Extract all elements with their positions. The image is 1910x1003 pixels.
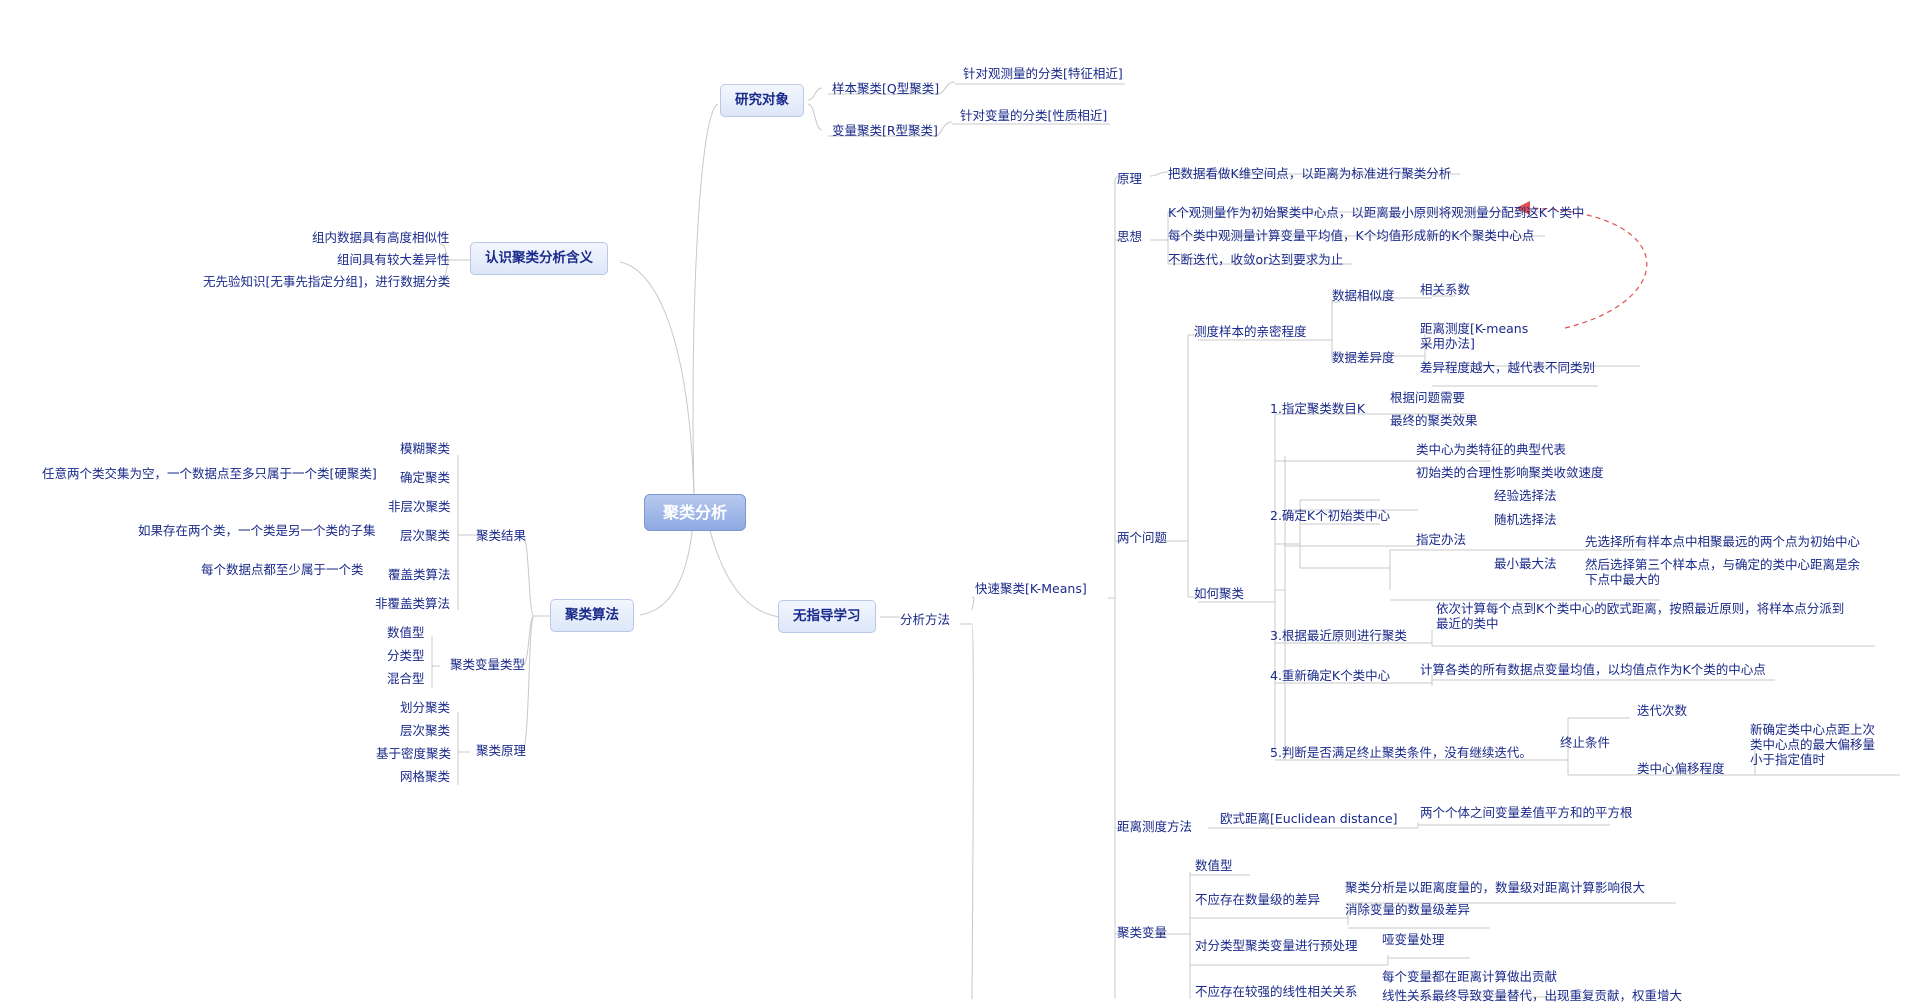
node-result[interactable]: 聚类结果: [476, 528, 527, 543]
node-result-6[interactable]: 非覆盖类算法: [375, 596, 451, 611]
node-similarity[interactable]: 数据相似度: [1332, 288, 1395, 303]
node-similarity-item[interactable]: 相关系数: [1420, 282, 1471, 297]
node-vars-numeric[interactable]: 数值型: [1195, 858, 1233, 873]
node-stop-1[interactable]: 迭代次数: [1637, 703, 1688, 718]
node-result-note-1[interactable]: 任意两个类交集为空，一个数据点至多只属于一个类[硬聚类]: [42, 466, 377, 481]
link-root-algo: [639, 509, 695, 616]
node-vartype-3[interactable]: 混合型: [387, 671, 425, 686]
node-variable-clustering[interactable]: 变量聚类[R型聚类]: [832, 123, 938, 138]
node-vars-scale-1[interactable]: 聚类分析是以距离度量的，数量级对距离计算影响很大: [1345, 880, 1646, 895]
feedback-arrowhead: [1516, 201, 1530, 215]
node-principle-1[interactable]: 划分聚类: [400, 700, 451, 715]
node-meaning-3[interactable]: 无先验知识[无事先指定分组]，进行数据分类: [203, 274, 451, 289]
node-vars-corr-1[interactable]: 每个变量都在距离计算做出贡献: [1382, 969, 1558, 984]
node-vars-scale[interactable]: 不应存在数量级的差异: [1195, 892, 1321, 907]
node-step-3[interactable]: 3.根据最近原则进行聚类: [1270, 628, 1407, 643]
node-stop-2[interactable]: 类中心偏移程度: [1637, 761, 1725, 776]
node-vartype-2[interactable]: 分类型: [387, 648, 425, 663]
node-idea[interactable]: 思想: [1117, 229, 1143, 244]
node-principle[interactable]: 聚类原理: [476, 743, 527, 758]
node-vars-corr-2[interactable]: 线性关系最终导致变量替代，出现重复贡献，权重增大: [1382, 988, 1683, 1003]
link-root-unsup: [704, 509, 781, 618]
node-step-2-item-2[interactable]: 初始类的合理性影响聚类收敛速度: [1416, 465, 1604, 480]
node-distance[interactable]: 距离测度方法: [1117, 819, 1193, 834]
node-result-3[interactable]: 非层次聚类: [388, 499, 451, 514]
node-vartype[interactable]: 聚类变量类型: [450, 657, 526, 672]
node-step-1-item-1[interactable]: 根据问题需要: [1390, 390, 1466, 405]
node-two-problems[interactable]: 两个问题: [1117, 530, 1168, 545]
node-vartype-1[interactable]: 数值型: [387, 625, 425, 640]
node-result-5[interactable]: 覆盖类算法: [388, 567, 451, 582]
node-zhiding[interactable]: 指定办法: [1416, 532, 1467, 547]
topic-unsupervised[interactable]: 无指导学习: [778, 600, 876, 633]
node-vars-categorical[interactable]: 对分类型聚类变量进行预处理: [1195, 938, 1358, 953]
topic-algorithm[interactable]: 聚类算法: [550, 599, 634, 632]
node-result-1[interactable]: 模糊聚类: [400, 441, 451, 456]
node-zhiding-3[interactable]: 最小最大法: [1494, 556, 1557, 571]
node-stop[interactable]: 终止条件: [1560, 735, 1611, 750]
node-minmax-2[interactable]: 然后选择第三个样本点，与确定的类中心距离是余下点中最大的: [1585, 557, 1861, 587]
node-sample-clustering[interactable]: 样本聚类[Q型聚类]: [832, 81, 940, 96]
node-difference[interactable]: 数据差异度: [1332, 350, 1395, 365]
node-sample-desc[interactable]: 针对观测量的分类[特征相近]: [963, 66, 1123, 81]
node-step-4[interactable]: 4.重新确定K个类中心: [1270, 668, 1391, 683]
node-idea-1[interactable]: K个观测量作为初始聚类中心点，以距离最小原则将观测量分配到这K个类中: [1168, 205, 1585, 220]
node-vars-categorical-item[interactable]: 哑变量处理: [1382, 932, 1445, 947]
node-principle-4[interactable]: 网格聚类: [400, 769, 451, 784]
topic-research[interactable]: 研究对象: [720, 84, 804, 117]
node-difference-item-2[interactable]: 差异程度越大，越代表不同类别: [1420, 360, 1596, 375]
node-result-note-2[interactable]: 如果存在两个类，一个类是另一个类的子集: [138, 523, 376, 538]
node-result-note-3[interactable]: 每个数据点都至少属于一个类: [201, 562, 364, 577]
node-how[interactable]: 如何聚类: [1194, 586, 1245, 601]
node-kmeans[interactable]: 快速聚类[K-Means]: [975, 581, 1087, 596]
node-step-1[interactable]: 1.指定聚类数目K: [1270, 401, 1366, 416]
node-meaning-1[interactable]: 组内数据具有高度相似性: [312, 230, 450, 245]
node-minmax-1[interactable]: 先选择所有样本点中相聚最远的两个点为初始中心: [1585, 534, 1861, 549]
node-offset-desc[interactable]: 新确定类中心点距上次类中心点的最大偏移量小于指定值时: [1750, 722, 1876, 767]
node-principle-km[interactable]: 原理: [1117, 171, 1143, 186]
node-euclidean[interactable]: 欧式距离[Euclidean distance]: [1220, 811, 1398, 826]
node-result-2[interactable]: 确定聚类: [400, 470, 451, 485]
node-method[interactable]: 分析方法: [900, 612, 951, 627]
node-step-4-item[interactable]: 计算各类的所有数据点变量均值，以均值点作为K个类的中心点: [1420, 662, 1766, 677]
link-root-research: [692, 103, 719, 498]
node-zhiding-2[interactable]: 随机选择法: [1494, 512, 1557, 527]
link-root-meaning: [619, 261, 695, 498]
node-step-5[interactable]: 5.判断是否满足终止聚类条件，没有继续迭代。: [1270, 745, 1532, 760]
node-zhiding-1[interactable]: 经验选择法: [1494, 488, 1557, 503]
node-result-4[interactable]: 层次聚类: [400, 528, 451, 543]
central-topic[interactable]: 聚类分析: [644, 494, 747, 531]
node-step-2-item-1[interactable]: 类中心为类特征的典型代表: [1416, 442, 1567, 457]
topic-meaning[interactable]: 认识聚类分析含义: [470, 242, 608, 275]
node-measure[interactable]: 测度样本的亲密程度: [1194, 324, 1307, 339]
node-idea-3[interactable]: 不断迭代，收敛or达到要求为止: [1168, 252, 1344, 267]
node-principle-3[interactable]: 基于密度聚类: [376, 746, 452, 761]
node-difference-item-1[interactable]: 距离测度[K-means采用办法]: [1420, 321, 1529, 351]
node-vars-corr[interactable]: 不应存在较强的线性相关关系: [1195, 984, 1358, 999]
node-idea-2[interactable]: 每个类中观测量计算变量平均值，K个均值形成新的K个聚类中心点: [1168, 228, 1535, 243]
node-meaning-2[interactable]: 组间具有较大差异性: [337, 252, 450, 267]
node-variable-desc[interactable]: 针对变量的分类[性质相近]: [960, 108, 1108, 123]
node-principle-desc[interactable]: 把数据看做K维空间点，以距离为标准进行聚类分析: [1168, 166, 1452, 181]
feedback-arrow: [1524, 207, 1648, 329]
node-step-3-item[interactable]: 依次计算每个点到K个类中心的欧式距离，按照最近原则，将样本点分派到最近的类中: [1436, 601, 1845, 631]
node-step-2[interactable]: 2.确定K个初始类中心: [1270, 508, 1391, 523]
node-euclidean-desc[interactable]: 两个个体之间变量差值平方和的平方根: [1420, 805, 1633, 820]
node-vars-scale-2[interactable]: 消除变量的数量级差异: [1345, 902, 1471, 917]
node-principle-2[interactable]: 层次聚类: [400, 723, 451, 738]
node-variables[interactable]: 聚类变量: [1117, 925, 1168, 940]
node-step-1-item-2[interactable]: 最终的聚类效果: [1390, 413, 1478, 428]
